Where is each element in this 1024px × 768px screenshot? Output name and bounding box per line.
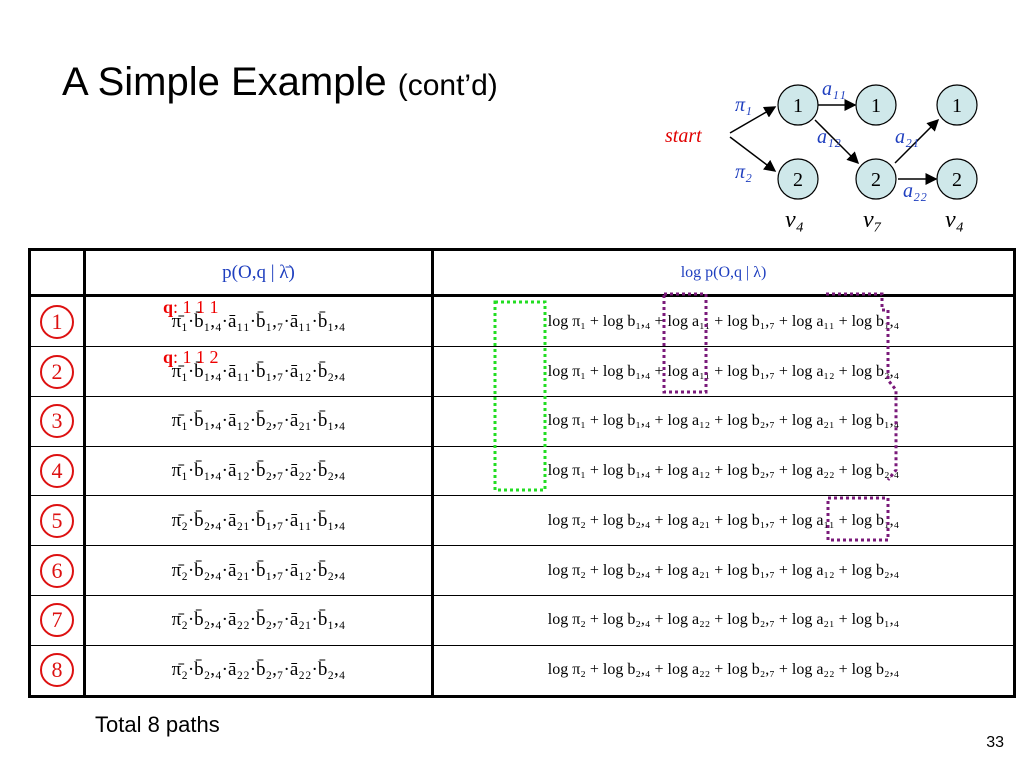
table-row: 7 π̄₂·b̄₂,₄·ā₂₂·b̄₂,₇·ā₂₁·b̄₁,₄ log π₂ +… (29, 595, 1015, 646)
title-sub: (cont’d) (397, 69, 498, 102)
total-paths-text: Total 8 paths (95, 712, 220, 737)
svg-text:2: 2 (952, 169, 962, 191)
row-number-badge: 4 (40, 454, 74, 489)
start-label: start (665, 125, 702, 147)
node-2-t2: 2 (855, 158, 897, 200)
a12-label: a₁₂ (817, 126, 841, 148)
a21-label: a₂₁ (895, 126, 919, 148)
table-row: 4 π̄₁·b̄₁,₄·ā₁₂·b̄₂,₇·ā₂₂·b̄₂,₄ log π₁ +… (29, 445, 1015, 497)
purple-highlight-path (826, 292, 898, 481)
paths-table: p(O,q | λ̄) log p(O,q | λ) 1 π̄₁·b̄₁,₄·ā… (28, 248, 1016, 698)
edge-start-2 (729, 136, 777, 172)
table-row: 2 π̄₁·b̄₁,₄·ā₁₁·b̄₁,₇·ā₁₂·b̄₂,₄ log π₁ +… (29, 346, 1015, 397)
trellis-diagram: 1 1 1 2 2 2 start π₁ π₂ a₁₁ a₁₂ a₂₁ a₂₂ … (665, 78, 978, 233)
row-log: log π₂ + log b₂,₄ + log a₂₂ + log b₂,₇ +… (432, 595, 1015, 646)
row-log: log π₁ + log b₁,₄ + log a₁₂ + log b₂,₇ +… (432, 445, 1015, 497)
obs-v4-2: v₄ (945, 207, 964, 233)
row-number-badge: 8 (40, 653, 74, 688)
edge-start-1 (729, 106, 777, 134)
row-number-badge: 6 (40, 553, 74, 588)
page-title: A Simple Example (cont’d) (62, 60, 498, 105)
pi1-label: π₁ (735, 94, 752, 116)
row-log: log π₁ + log b₁,₄ + log a₁₁ + log b₁,₇ +… (432, 294, 1015, 348)
purple-highlight-box-row5 (826, 496, 890, 542)
path-annotation-1: q: 1 1 1 (163, 297, 219, 317)
node-1-t1: 1 (777, 84, 819, 126)
a22-label: a₂₂ (903, 180, 927, 202)
row-prod: π̄₂·b̄₂,₄·ā₂₁·b̄₁,₇·ā₁₁·b̄₁,₄ (84, 495, 434, 547)
row-number-badge: 1 (40, 304, 74, 339)
row-prod: π̄₁·b̄₁,₄·ā₁₁·b̄₁,₇·ā₁₂·b̄₂,₄ (84, 346, 434, 397)
svg-text:1: 1 (952, 95, 962, 117)
node-1-t2: 1 (855, 84, 897, 126)
row-prod: π̄₂·b̄₂,₄·ā₂₂·b̄₂,₇·ā₂₁·b̄₁,₄ (84, 595, 434, 646)
a11-label: a₁₁ (822, 78, 846, 100)
edge-a12 (814, 119, 860, 165)
purple-highlight-box-a11 (662, 292, 708, 394)
pi2-label: π₂ (735, 161, 752, 183)
table-row: 3 π̄₁·b̄₁,₄·ā₁₂·b̄₂,₇·ā₂₁·b̄₁,₄ log π₁ +… (29, 395, 1015, 447)
row-number-badge: 2 (40, 354, 74, 389)
svg-text:1: 1 (793, 95, 803, 117)
header-blank (29, 249, 86, 297)
row-prod: π̄₁·b̄₁,₄·ā₁₂·b̄₂,₇·ā₂₁·b̄₁,₄ (84, 395, 434, 447)
row-number-badge: 5 (40, 503, 74, 538)
row-prod: π̄₂·b̄₂,₄·ā₂₂·b̄₂,₇·ā₂₂·b̄₂,₄ (84, 644, 434, 698)
path-annotation-2: q: 1 1 2 (163, 347, 219, 367)
title-main: A Simple Example (62, 60, 387, 104)
row-number-badge: 3 (40, 404, 74, 439)
row-prod: π̄₁·b̄₁,₄·ā₁₂·b̄₂,₇·ā₂₂·b̄₂,₄ (84, 445, 434, 497)
row-number-badge: 7 (40, 603, 74, 638)
obs-v7: v₇ (863, 207, 882, 233)
green-highlight-box (493, 300, 547, 492)
row-log: log π₁ + log b₁,₄ + log a₁₁ + log b₁,₇ +… (432, 346, 1015, 397)
table-row: 5 π̄₂·b̄₂,₄·ā₂₁·b̄₁,₇·ā₁₁·b̄₁,₄ log π₂ +… (29, 495, 1015, 547)
svg-text:2: 2 (793, 169, 803, 191)
edge-a21 (894, 118, 940, 164)
header-prod: p(O,q | λ̄) (84, 249, 434, 297)
row-log: log π₂ + log b₂,₄ + log a₂₁ + log b₁,₇ +… (432, 495, 1015, 547)
svg-text:1: 1 (871, 95, 881, 117)
row-log: log π₂ + log b₂,₄ + log a₂₂ + log b₂,₇ +… (432, 644, 1015, 698)
svg-text:2: 2 (871, 169, 881, 191)
node-2-t1: 2 (777, 158, 819, 200)
node-1-t3: 1 (936, 84, 978, 126)
table-row: 1 π̄₁·b̄₁,₄·ā₁₁·b̄₁,₇·ā₁₁·b̄₁,₄ log π₁ +… (29, 294, 1015, 348)
row-prod: π̄₁·b̄₁,₄·ā₁₁·b̄₁,₇·ā₁₁·b̄₁,₄ (84, 294, 434, 348)
row-log: log π₁ + log b₁,₄ + log a₁₂ + log b₂,₇ +… (432, 395, 1015, 447)
page-number: 33 (986, 734, 1004, 751)
obs-v4-1: v₄ (785, 207, 804, 233)
node-2-t3: 2 (936, 158, 978, 200)
header-log: log p(O,q | λ) (432, 249, 1015, 297)
table-header-row: p(O,q | λ̄) log p(O,q | λ) (29, 249, 1015, 297)
table-row: 8 π̄₂·b̄₂,₄·ā₂₂·b̄₂,₇·ā₂₂·b̄₂,₄ log π₂ +… (29, 644, 1015, 698)
